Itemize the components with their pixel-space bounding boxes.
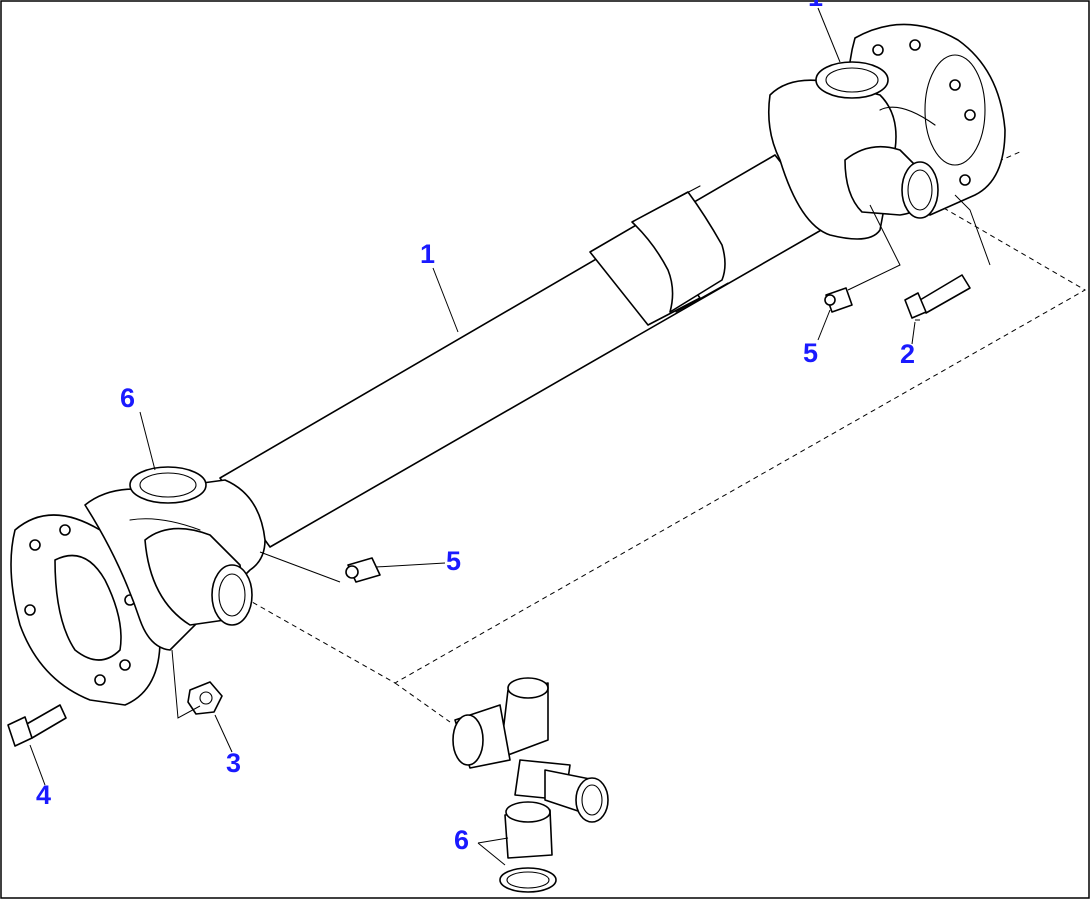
grease-fitting-right <box>824 287 853 313</box>
callout-6-bottom: 6 <box>454 825 470 855</box>
bolt-left <box>7 704 67 747</box>
callout-2: 2 <box>900 339 916 369</box>
shaft-tube <box>219 154 831 548</box>
dashed-alignment-lines <box>244 150 1087 723</box>
bolt-right <box>904 274 971 319</box>
right-yoke-assembly <box>767 23 1006 240</box>
lock-nut <box>187 681 223 715</box>
leader-lines <box>29 7 991 866</box>
grease-fitting-left <box>345 557 381 583</box>
callout-1-top: 1 <box>808 0 823 11</box>
callout-1: 1 <box>420 239 436 269</box>
callout-5-right: 5 <box>803 338 819 368</box>
left-yoke-assembly <box>10 466 266 706</box>
callout-3: 3 <box>226 748 242 778</box>
callout-5-mid: 5 <box>446 546 462 576</box>
callout-6-left: 6 <box>120 383 136 413</box>
cross-spider <box>452 677 609 893</box>
callout-4: 4 <box>36 780 52 810</box>
